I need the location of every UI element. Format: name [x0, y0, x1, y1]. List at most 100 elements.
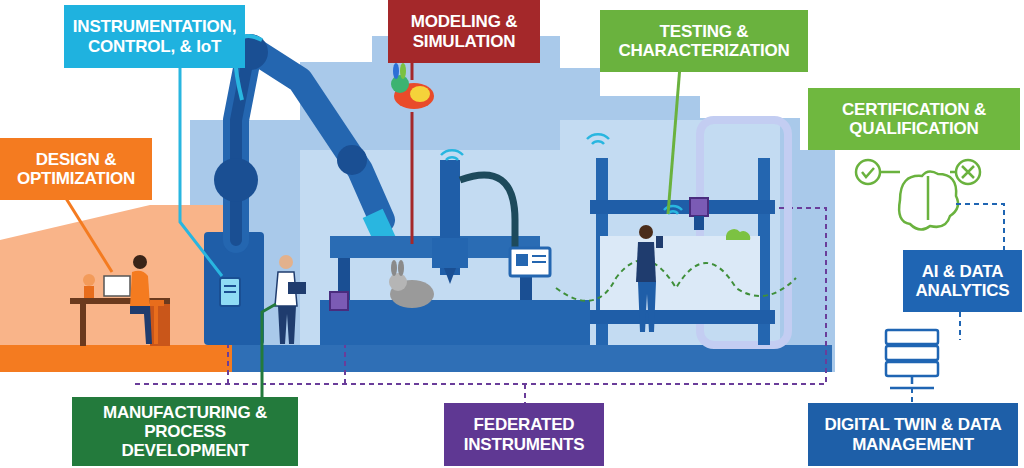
printed-part-part	[389, 273, 407, 291]
test-frame-part	[556, 260, 796, 301]
gantry-printer-part	[510, 248, 550, 276]
leader-lines-part	[262, 304, 276, 408]
technician-part	[279, 255, 293, 269]
wifi-signal-part	[587, 134, 609, 139]
office-area-part	[130, 271, 150, 306]
data-links-part	[911, 388, 913, 404]
gantry-printer-part	[444, 268, 456, 284]
test-frame	[556, 120, 796, 345]
label-text: DIGITAL TWIN & DATA MANAGEMENT	[818, 415, 1008, 453]
leader-lines-part	[668, 66, 680, 214]
wifi-signal	[441, 134, 682, 214]
simulation-model-part	[411, 60, 414, 80]
label-text: INSTRUMENTATION, CONTROL, & IoT	[73, 17, 236, 55]
floor	[232, 345, 832, 372]
leader-lines	[62, 60, 680, 408]
simulation-model-part	[400, 63, 406, 79]
label-box: TESTING & CHARACTERIZATION	[600, 10, 808, 72]
technician-part	[288, 282, 306, 294]
certification-icon-part	[956, 160, 980, 184]
robot-arm-part	[224, 285, 236, 287]
wifi-signal-part	[441, 150, 463, 155]
backdrop-part	[300, 120, 780, 372]
label-text: DESIGN & OPTIMIZATION	[10, 150, 142, 188]
office-area-part	[83, 274, 95, 286]
office-area-part	[150, 304, 170, 346]
leader-lines-part	[180, 60, 222, 276]
server-icon-part	[890, 376, 934, 388]
data-links-part	[956, 204, 1004, 254]
label-box: FEDERATED INSTRUMENTS	[444, 403, 604, 466]
robot-arm	[204, 34, 395, 345]
label-box: INSTRUMENTATION, CONTROL, & IoT	[64, 5, 245, 68]
label-text: FEDERATED INSTRUMENTS	[454, 415, 594, 453]
label-text: CERTIFICATION & QUALIFICATION	[818, 100, 1010, 138]
office-area-part	[80, 304, 86, 346]
gantry-printer	[320, 160, 590, 345]
gantry-printer-part	[460, 175, 515, 270]
certification-icon	[856, 160, 980, 230]
tester-part	[638, 282, 656, 332]
tester	[636, 225, 663, 332]
server-icon	[886, 330, 938, 388]
printed-part	[389, 260, 434, 308]
office-area-part	[84, 286, 94, 298]
office-area-part	[150, 300, 164, 306]
certification-icon-part	[862, 168, 874, 177]
test-frame-part	[690, 198, 708, 216]
label-text: MANUFACTURING & PROCESS DEVELOPMENT	[82, 403, 288, 460]
backdrop-part	[190, 36, 835, 372]
label-box: MANUFACTURING & PROCESS DEVELOPMENT	[72, 397, 298, 466]
office-area-part	[154, 306, 158, 344]
federation-link-part	[524, 384, 526, 403]
gantry-printer-part	[516, 254, 528, 266]
leader-lines-part	[62, 192, 112, 272]
robot-arm-part	[236, 48, 382, 240]
printed-part-part	[398, 260, 404, 276]
office-area-part	[130, 306, 152, 344]
office-area-part	[0, 345, 232, 372]
robot-arm-part	[337, 145, 367, 175]
test-frame-part	[590, 310, 775, 324]
gantry-printer-part	[432, 238, 468, 268]
tester-part	[639, 225, 653, 239]
robot-arm-part	[224, 291, 236, 293]
wifi-signal-part	[446, 157, 458, 160]
simulation-model-part	[410, 86, 430, 102]
office-area-part	[133, 255, 147, 269]
label-box: DESIGN & OPTIMIZATION	[0, 138, 152, 200]
server-icon-part	[886, 362, 938, 376]
certification-icon-part	[962, 166, 974, 178]
office-area-part	[104, 276, 130, 296]
test-frame-part	[590, 200, 775, 214]
server-icon-part	[886, 330, 938, 344]
certification-icon-part	[927, 176, 930, 220]
tester-part	[656, 236, 663, 248]
gantry-printer-part	[532, 261, 546, 263]
test-frame-part	[694, 216, 704, 230]
simulation-model-part	[411, 112, 414, 244]
simulation-model-part	[391, 75, 409, 93]
office-area-part	[0, 205, 232, 372]
test-frame-part	[600, 236, 760, 310]
tester-part	[636, 242, 656, 282]
office-area	[0, 205, 232, 372]
gantry-printer-part	[320, 300, 590, 345]
floor-part	[232, 345, 832, 372]
gantry-printer-part	[330, 292, 348, 310]
label-text: MODELING & SIMULATION	[398, 12, 530, 50]
server-icon-part	[886, 346, 938, 360]
label-box: DIGITAL TWIN & DATA MANAGEMENT	[808, 403, 1018, 466]
robot-arm-part	[220, 278, 240, 306]
gantry-printer-part	[532, 255, 546, 257]
test-frame-part	[726, 229, 750, 240]
label-box: CERTIFICATION & QUALIFICATION	[808, 88, 1020, 150]
label-text: AI & DATA ANALYTICS	[913, 262, 1012, 300]
technician-part	[278, 306, 296, 344]
label-box: MODELING & SIMULATION	[388, 0, 540, 63]
label-box: AI & DATA ANALYTICS	[903, 250, 1022, 312]
certification-icon-part	[899, 171, 958, 229]
simulation-model-part	[393, 63, 399, 79]
